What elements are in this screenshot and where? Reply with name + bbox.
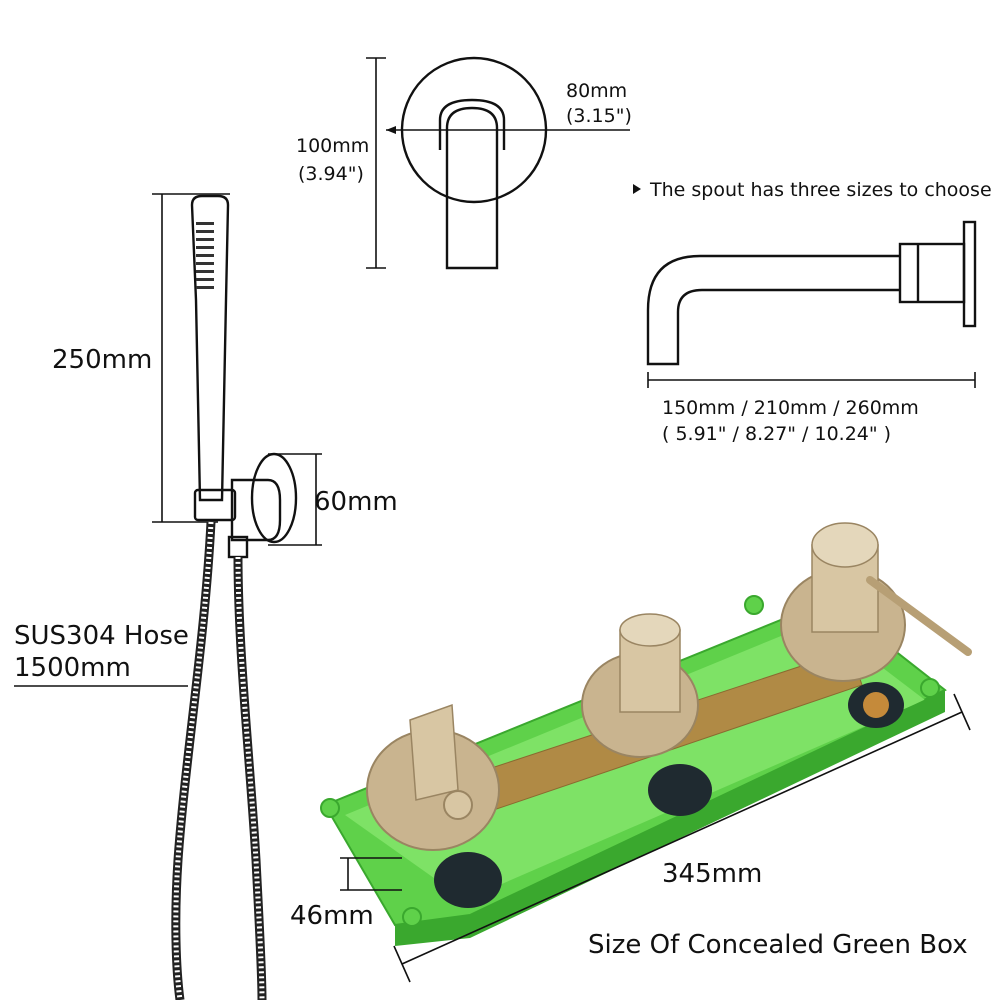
hose-outlet-holder	[409, 703, 459, 801]
mount-tab-2	[402, 907, 422, 927]
box-depth-label: 46mm	[290, 901, 374, 931]
hand-shower-drawing	[152, 193, 322, 559]
box-length-label: 345mm	[662, 859, 762, 889]
box-length-line	[401, 711, 963, 965]
faceplate-width-label: 80mm	[566, 80, 627, 102]
hose-outlet	[443, 790, 473, 820]
hand-shower-length-label: 250mm	[52, 345, 152, 375]
spout-wall-plate	[962, 220, 977, 328]
green-box-photo	[320, 522, 972, 946]
box-caption: Size Of Concealed Green Box	[588, 930, 968, 960]
green-box-side	[395, 690, 945, 946]
hand-shower-nozzles	[196, 222, 214, 289]
mixer-lever	[866, 576, 972, 656]
note-bullet-icon	[633, 184, 641, 194]
hand-shower-wall-disc	[250, 452, 298, 544]
hand-shower-holder-clip	[193, 488, 237, 522]
faceplate-width-label-in: (3.15")	[566, 105, 632, 127]
hand-shower-holder-arm	[230, 478, 282, 542]
valve-knob-right-top	[811, 522, 879, 568]
mount-tab-1	[320, 798, 340, 818]
hose-drawing	[14, 521, 267, 1000]
hose-material-label: SUS304 Hose	[14, 621, 189, 651]
mount-tab-4	[744, 595, 764, 615]
faceplate-height-label-in: (3.94")	[298, 163, 364, 185]
spout-base	[898, 242, 966, 304]
valve-knob-middle-top	[619, 613, 681, 647]
port-left	[434, 852, 502, 908]
spout-sizes-in: ( 5.91" / 8.27" / 10.24" )	[662, 423, 891, 445]
port-middle	[648, 764, 712, 816]
faceplate-inner-ring	[438, 98, 506, 150]
faceplate-width-arrow	[386, 126, 396, 134]
faceplate-handle	[445, 106, 499, 270]
hose-length-label: 1500mm	[14, 653, 131, 683]
port-right-thread	[863, 692, 889, 718]
holder-label: 60mm	[314, 487, 398, 517]
faceplate-drawing	[366, 56, 630, 270]
box-length-tick-right	[953, 693, 971, 731]
faceplate-height-label: 100mm	[296, 135, 369, 157]
spout-note: The spout has three sizes to choose	[649, 179, 992, 201]
box-length-tick-left	[393, 945, 411, 983]
spout-sizes-mm: 150mm / 210mm / 260mm	[662, 397, 919, 419]
hand-shower-body	[190, 194, 230, 502]
spout-drawing	[646, 220, 977, 388]
mount-tab-3	[920, 678, 940, 698]
spout-pipe	[646, 254, 900, 366]
